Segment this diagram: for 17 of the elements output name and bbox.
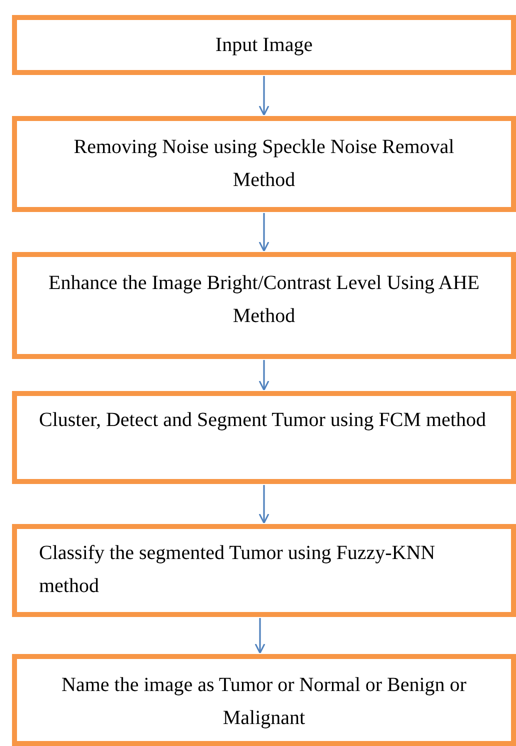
arrow: [258, 485, 270, 524]
process-box: [12, 524, 516, 617]
step-text: Removing Noise using Speckle Noise Removal Method: [72, 135, 456, 193]
step-text: Input Image: [214, 32, 314, 58]
arrow: [254, 618, 266, 654]
step-text: Name the image as Tumor or Normal or Benign or Malignant: [60, 673, 468, 731]
arrow: [258, 360, 270, 391]
step-text: Classify the segmented Tumor using Fuzzy-KNN method: [39, 541, 436, 599]
step-text: Cluster, Detect and Segment Tumor using FCM method: [39, 408, 487, 433]
process-box: [12, 654, 516, 746]
process-box: [12, 116, 516, 212]
arrow: [258, 213, 270, 252]
process-box: [12, 15, 516, 75]
process-box: [12, 391, 516, 484]
arrow: [258, 76, 270, 116]
step-text: Enhance the Image Bright/Contrast Level Using AHE Method: [47, 271, 480, 329]
process-box: [12, 252, 516, 359]
